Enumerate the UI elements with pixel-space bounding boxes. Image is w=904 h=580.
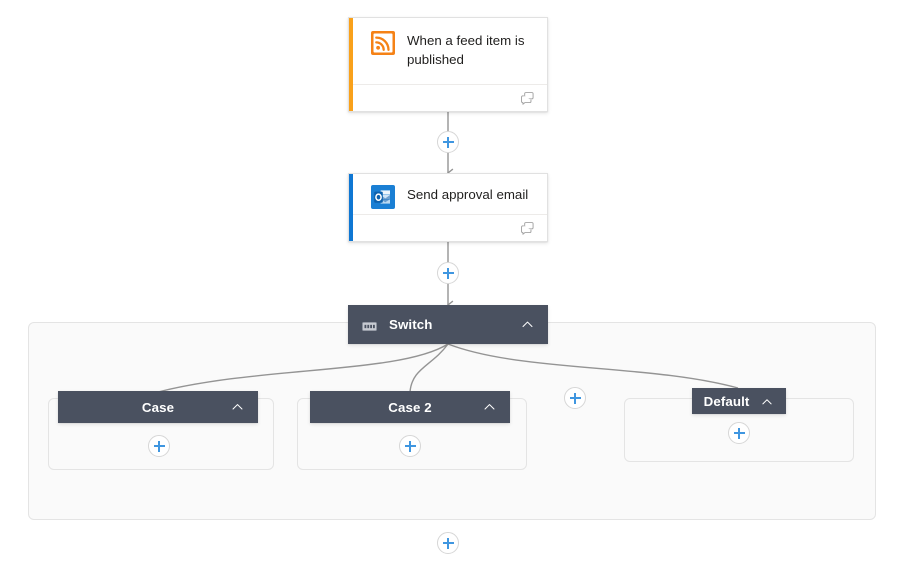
add-action-in-default-button[interactable] (728, 422, 750, 444)
switch-node-header[interactable]: Switch (348, 305, 548, 344)
add-action-in-case-1-button[interactable] (148, 435, 170, 457)
action-card-title: Send approval email (407, 187, 529, 202)
action-card-footer (349, 214, 547, 241)
case-branch-header-2[interactable]: Case 2 (310, 391, 510, 423)
chevron-up-icon[interactable] (231, 401, 244, 414)
action-card-body: Send approval email (349, 174, 547, 214)
chevron-up-icon[interactable] (761, 395, 774, 408)
case-branch-header-1[interactable]: Case (58, 391, 258, 423)
default-branch-header[interactable]: Default (692, 388, 786, 414)
add-step-after-trigger-button[interactable] (437, 131, 459, 153)
case-branch-label-1: Case (141, 399, 175, 415)
add-step-after-action-button[interactable] (437, 262, 459, 284)
trigger-card-footer (349, 84, 547, 111)
add-step-after-switch-button[interactable] (437, 532, 459, 554)
default-branch-label: Default (703, 393, 750, 409)
switch-icon (362, 319, 377, 331)
chevron-up-icon[interactable] (521, 318, 534, 331)
add-new-case-button[interactable] (564, 387, 586, 409)
rss-icon (371, 31, 395, 55)
action-accent-bar (349, 174, 353, 241)
trigger-accent-bar (349, 18, 353, 111)
add-action-in-case-2-button[interactable] (399, 435, 421, 457)
outlook-icon (371, 185, 395, 209)
switch-node-label: Switch (389, 317, 433, 332)
action-card-send-approval-email[interactable]: Send approval email (348, 173, 548, 242)
comments-icon[interactable] (521, 91, 535, 105)
trigger-card-title: When a feed item is published (407, 33, 525, 67)
chevron-up-icon[interactable] (483, 401, 496, 414)
trigger-card-when-a-feed-item-is-published[interactable]: When a feed item is published (348, 17, 548, 112)
comments-icon[interactable] (521, 221, 535, 235)
case-branch-label-2: Case 2 (388, 399, 432, 415)
trigger-card-body: When a feed item is published (349, 18, 547, 84)
